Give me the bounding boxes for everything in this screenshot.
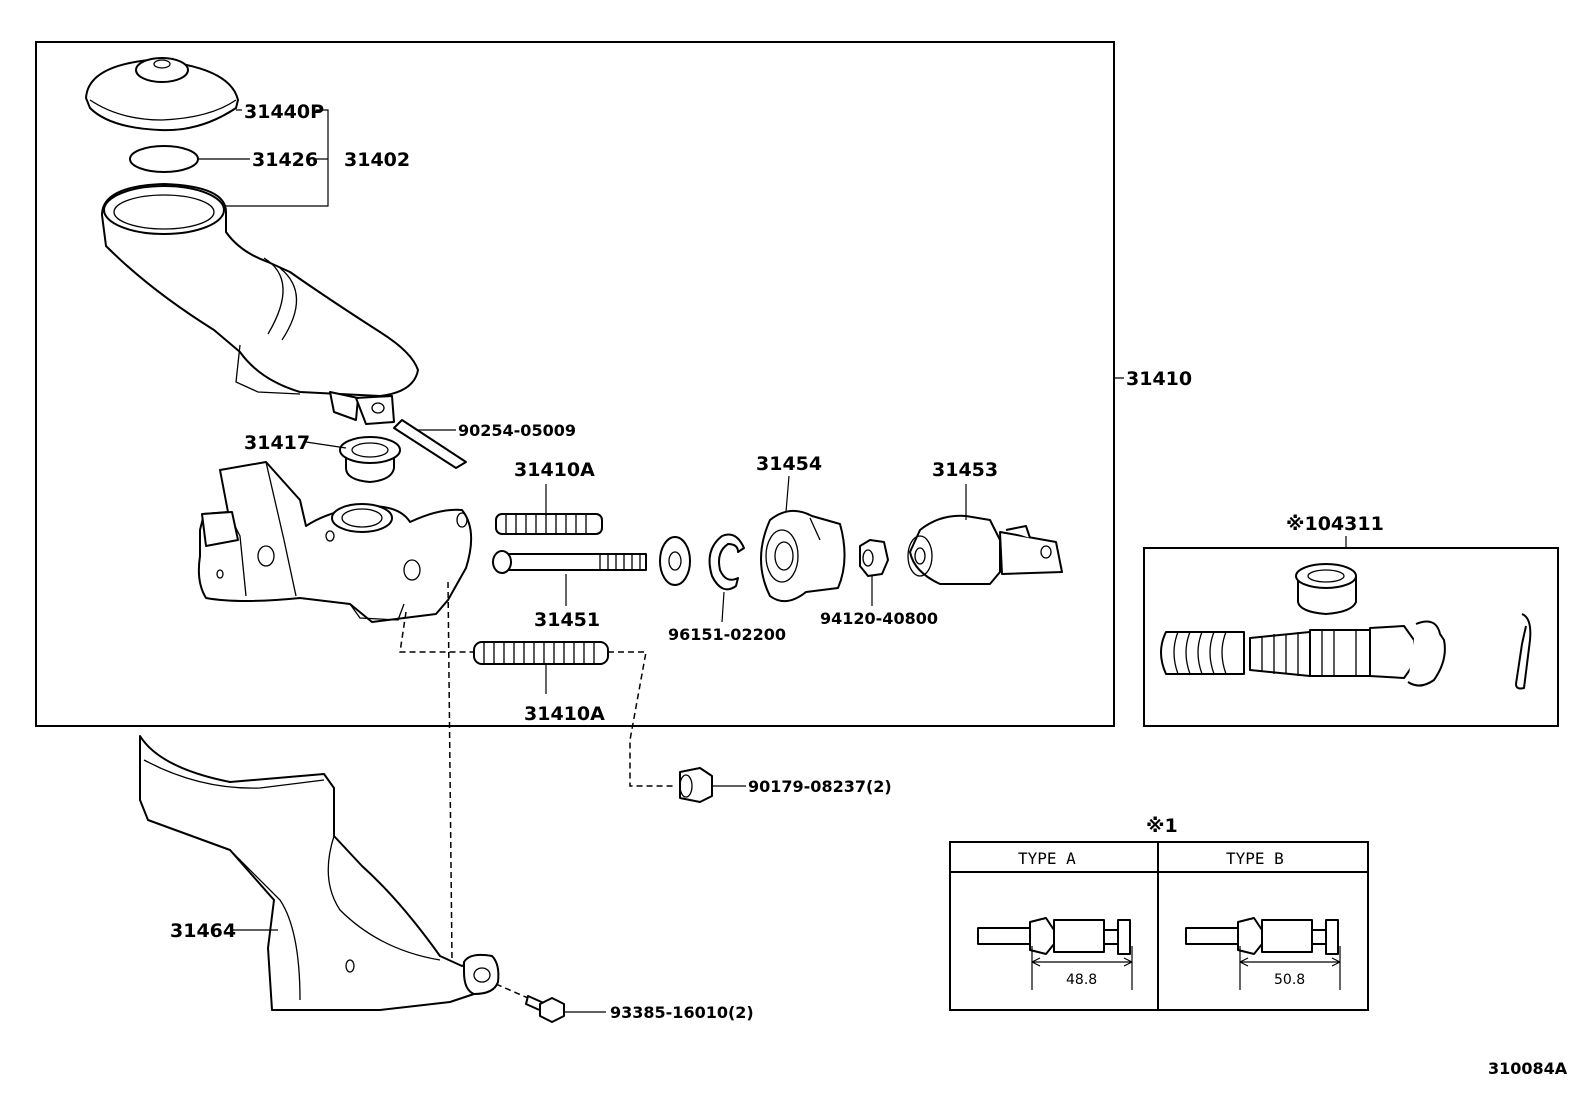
stud-bottom-part — [473, 641, 609, 665]
label-31410: 31410 — [1126, 368, 1192, 390]
label-31402: 31402 — [344, 149, 410, 171]
label-90179-08237: 90179-08237(2) — [748, 777, 892, 796]
type-b-piston-part — [1185, 917, 1339, 955]
label-31440P: 31440P — [244, 101, 324, 123]
label-31451: 31451 — [534, 609, 600, 631]
label-kit-04311: ※104311 — [1286, 513, 1384, 535]
label-31464: 31464 — [170, 920, 236, 942]
washer-part — [659, 536, 691, 586]
label-31454: 31454 — [756, 453, 822, 475]
snap-ring-part — [708, 533, 745, 591]
stud-top-part — [495, 513, 603, 535]
assembly-line-stud — [399, 611, 676, 787]
reservoir-body-part — [101, 183, 419, 425]
variants-table — [949, 841, 1369, 1011]
label-31410A-bottom: 31410A — [524, 703, 605, 725]
type-b-dimension — [1239, 946, 1341, 990]
label-31410A-top: 31410A — [514, 459, 595, 481]
lock-nut-part — [679, 767, 713, 803]
type-a-dimension — [1031, 946, 1133, 990]
type-a-piston-part — [977, 917, 1131, 955]
type-b-dimension-value: 50.8 — [1274, 972, 1305, 988]
assembly-line-bracket — [447, 581, 453, 961]
label-31417: 31417 — [244, 432, 310, 454]
bracket-part — [139, 735, 500, 1011]
kit-contents-part — [1160, 563, 1532, 690]
type-a-header: TYPE A — [1018, 849, 1076, 868]
reservoir-cap-part — [85, 57, 239, 132]
label-90254-05009: 90254-05009 — [458, 421, 576, 440]
push-rod-part — [907, 514, 1063, 585]
master-cylinder-body-part — [197, 461, 473, 623]
boot-part — [760, 509, 846, 603]
label-31453: 31453 — [932, 459, 998, 481]
assembly-frame — [35, 41, 1115, 727]
nut-part — [859, 539, 889, 577]
reservoir-seal-part — [129, 145, 199, 173]
type-b-header: TYPE B — [1226, 849, 1284, 868]
diagram-id: 310084A — [1488, 1059, 1568, 1078]
bolt-part — [492, 550, 647, 574]
leader-lines — [198, 109, 1124, 1013]
flange-bolt-part — [525, 995, 565, 1023]
kit-box — [1143, 547, 1559, 727]
label-93385-16010: 93385-16010(2) — [610, 1003, 754, 1022]
type-a-dimension-value: 48.8 — [1066, 972, 1097, 988]
label-31426: 31426 — [252, 149, 318, 171]
label-94120-40800: 94120-40800 — [820, 609, 938, 628]
assembly-line-bolt — [495, 983, 529, 999]
pin-part — [393, 419, 467, 469]
label-variant-note: ※1 — [1146, 815, 1178, 837]
grommet-part — [339, 436, 401, 483]
label-96151-02200: 96151-02200 — [668, 625, 786, 644]
